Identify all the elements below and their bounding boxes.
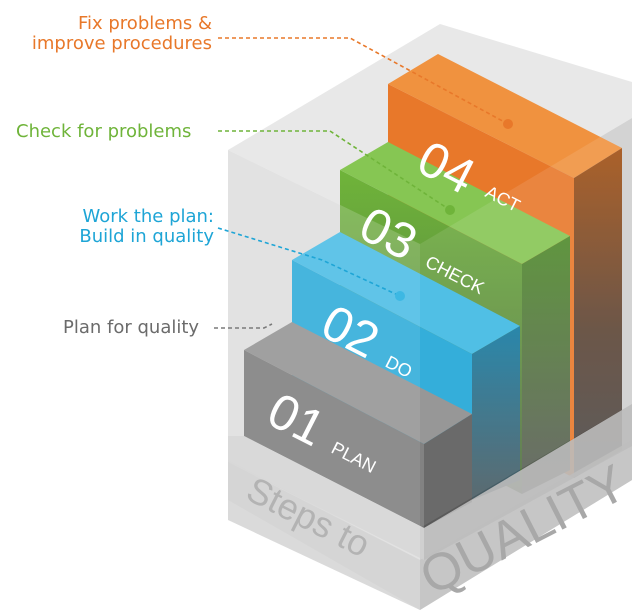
plan-top-face: [244, 322, 472, 444]
callout-do: Work the plan: Build in quality: [79, 207, 214, 247]
cube-glass-sheen: [228, 150, 420, 560]
callout-check: Check for problems: [16, 122, 191, 142]
callout-plan-text: Plan for quality: [63, 317, 200, 338]
connectors: [214, 37, 509, 329]
callout-act: Fix problems & improve procedures: [32, 14, 212, 54]
do-top-face: [292, 232, 520, 354]
check-side-face: [522, 236, 570, 494]
dot-act: [503, 119, 513, 129]
dot-do: [395, 291, 405, 301]
check-top-face: [340, 142, 570, 264]
act-side-face: [574, 148, 622, 478]
plan-front-face: [244, 350, 424, 528]
do-side-face: [472, 326, 520, 500]
dot-check: [445, 205, 455, 215]
connector-act: [218, 37, 509, 125]
act-top-face: [388, 54, 622, 178]
cube-front-right-face: [420, 440, 632, 610]
callout-do-line-2: Build in quality: [79, 226, 214, 247]
callout-act-line-2: improve procedures: [31, 33, 212, 54]
connector-plan: [214, 323, 273, 329]
cube-lower-left-glass: [228, 436, 424, 560]
cube-lower-right-glass: [424, 404, 632, 560]
connector-check: [218, 130, 451, 211]
cube-glass-sheen-right: [420, 118, 632, 528]
step-plan-block: [244, 322, 472, 528]
callout-do-line-1: Work the plan:: [82, 206, 215, 227]
cube-front-left-face: [228, 460, 420, 610]
callout-plan: Plan for quality: [63, 318, 199, 338]
callout-act-line-1: Fix problems &: [77, 13, 212, 34]
glass-cube-front: [228, 118, 632, 610]
callout-check-text: Check for problems: [16, 121, 192, 142]
connector-do: [217, 227, 401, 297]
plan-side-face: [424, 414, 472, 528]
